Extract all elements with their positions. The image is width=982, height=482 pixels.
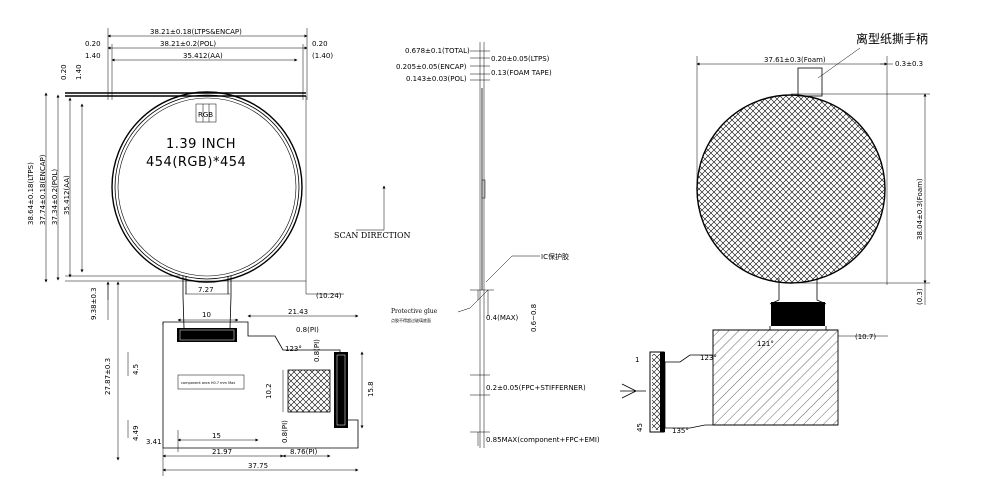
- front-neck-width: 7.27: [198, 286, 214, 294]
- rgb-mark: RGB: [198, 111, 213, 119]
- pin-1-label: 1: [635, 356, 639, 364]
- front-side-left-1: 0.20: [85, 40, 101, 48]
- back-view: 离型纸撕手柄 37.61±0.3(Foam) 0.3±0.3 38.04±0.3…: [620, 31, 930, 435]
- fpc-dim-15-8: 15.8: [367, 381, 375, 397]
- scan-direction: SCAN DIRECTION: [334, 231, 411, 240]
- thickness-encap: 0.205±0.05(ENCAP): [396, 63, 467, 71]
- front-side-right-1: 0.20: [312, 40, 328, 48]
- ic-glue-label: IC保护胶: [541, 252, 569, 261]
- thickness-foam: 0.13(FOAM TAPE): [491, 69, 552, 77]
- pi-label-2: 0.8(PI): [313, 339, 321, 362]
- fpc-dim-10-2: 10.2: [265, 383, 273, 399]
- angle-135: 135°: [672, 427, 689, 435]
- front-dim-21-43: 21.43: [288, 308, 308, 316]
- glue-range: 0.6~0.8: [530, 304, 538, 332]
- foam-height: 38.04±0.3(Foam): [916, 178, 924, 240]
- front-left-dim-2: 37.74±0.18(ENCAP): [39, 154, 47, 225]
- component-note: component area H0.7 mm Max: [181, 381, 235, 385]
- bottom-dim-15: 15: [212, 432, 221, 440]
- front-right-side-dim: (10.24): [316, 292, 342, 300]
- front-view: 38.21±0.18(LTPS&ENCAP) 38.21±0.2(POL) 35…: [27, 28, 375, 476]
- front-left-dim-3: 37.34±0.2(POL): [51, 169, 59, 225]
- pi-label-3: 0.8(PI): [281, 420, 289, 443]
- fpc-stiffener: 0.2±0.05(FPC+STIFFERNER): [486, 384, 586, 392]
- bottom-dim-37-75: 37.75: [248, 462, 268, 470]
- protective-glue-cn: 点胶不得超过玻璃底面: [391, 317, 431, 323]
- angle-123: 123°: [700, 354, 717, 362]
- fpc-dim-4-49: 4.49: [132, 425, 140, 441]
- ic-height: 0.4(MAX): [486, 314, 518, 322]
- fpc-dim-4-5: 4.5: [132, 364, 140, 375]
- front-dim-27-87: 27.87±0.3: [104, 358, 112, 395]
- thickness-total: 0.678±0.1(TOTAL): [405, 47, 470, 55]
- thickness-ltps: 0.20±0.05(LTPS): [491, 55, 550, 63]
- fpc-offset: (10.7): [855, 333, 876, 341]
- front-left-small-2: 1.40: [75, 64, 83, 80]
- foam-offset-top: 0.3±0.3: [895, 60, 923, 68]
- front-side-left-2: 1.40: [85, 52, 101, 60]
- front-dim-10: 10: [202, 311, 211, 319]
- front-left-dim-1: 38.64±0.18(LTPS): [27, 162, 35, 225]
- bottom-dim-21-97: 21.97: [212, 448, 232, 456]
- front-top-dim-1: 38.21±0.18(LTPS&ENCAP): [150, 28, 242, 36]
- pi-label-1: 0.8(PI): [296, 326, 319, 334]
- front-left-dim-4: 35.412(AA): [63, 175, 71, 215]
- bottom-dim-3-41: 3.41: [146, 438, 162, 446]
- front-side-right-2: (1.40): [312, 52, 333, 60]
- thickness-pol: 0.143±0.03(POL): [406, 75, 467, 83]
- front-top-dim-3: 35.412(AA): [183, 52, 223, 60]
- release-tab-label: 离型纸撕手柄: [856, 31, 928, 46]
- foam-offset-bottom: (0.3): [916, 288, 924, 305]
- foam-width: 37.61±0.3(Foam): [764, 56, 826, 64]
- front-left-small-1: 0.20: [60, 64, 68, 80]
- angle-121: 121°: [757, 340, 774, 348]
- side-view: 0.678±0.1(TOTAL) 0.205±0.05(ENCAP) 0.143…: [334, 42, 600, 448]
- front-top-dim-2: 38.21±0.2(POL): [160, 40, 216, 48]
- protective-glue: Protective glue: [391, 308, 438, 315]
- resolution-label: 454(RGB)*454: [146, 155, 246, 170]
- component-max: 0.85MAX(component+FPC+EMI): [486, 436, 600, 444]
- pin-45-label: 45: [636, 423, 644, 432]
- bottom-dim-8-76: 8.76(PI): [290, 448, 318, 456]
- front-dim-9-38: 9.38±0.3: [90, 287, 98, 320]
- fpc-angle: 123°: [285, 345, 302, 353]
- panel-size-label: 1.39 INCH: [166, 137, 236, 152]
